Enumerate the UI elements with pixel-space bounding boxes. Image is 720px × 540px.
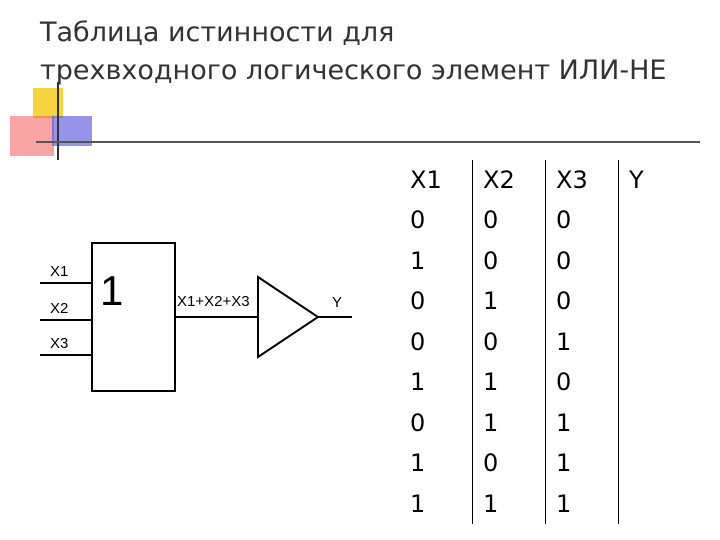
cell-x3: 0 [545, 281, 619, 322]
cell-x1: 1 [400, 483, 473, 524]
cell-y [618, 362, 691, 403]
cell-x2: 0 [472, 443, 546, 484]
table-row: 1 0 1 [400, 443, 691, 484]
cell-x1: 0 [400, 321, 473, 362]
cell-x1: 0 [400, 281, 473, 322]
header-y: Y [618, 160, 691, 200]
table-row: 1 0 0 [400, 240, 691, 281]
slide-title: Таблица истинности для трехвходного логи… [40, 14, 700, 90]
sum-label: X1+X2+X3 [177, 293, 250, 310]
cell-x2: 0 [472, 321, 546, 362]
cell-y [618, 402, 691, 443]
header-x3: X3 [545, 160, 619, 200]
table-row: 1 1 1 [400, 483, 691, 524]
cell-y [618, 200, 691, 241]
output-label: Y [332, 294, 342, 311]
cell-x2: 1 [472, 362, 546, 403]
cell-x3: 1 [545, 443, 619, 484]
cell-x2: 0 [472, 200, 546, 241]
cell-x1: 0 [400, 200, 473, 241]
cell-x2: 1 [472, 402, 546, 443]
table-row: 0 1 0 [400, 281, 691, 322]
cell-x1: 0 [400, 402, 473, 443]
cell-x1: 1 [400, 240, 473, 281]
gate-symbol: 1 [100, 267, 123, 314]
cell-x1: 1 [400, 362, 473, 403]
header-x2: X2 [472, 160, 546, 200]
cell-x1: 1 [400, 443, 473, 484]
cell-x3: 1 [545, 483, 619, 524]
cell-x3: 0 [545, 362, 619, 403]
input-label-x1: X1 [50, 263, 68, 280]
or-gate-box [91, 242, 176, 392]
input-label-x3: X3 [50, 335, 68, 352]
cell-x3: 1 [545, 321, 619, 362]
title-line-2: трехвходного логического элемент ИЛИ-НЕ [40, 55, 667, 86]
cell-y [618, 483, 691, 524]
cell-y [618, 321, 691, 362]
truth-table: X1 X2 X3 Y 0 0 0 1 0 0 0 1 0 0 0 1 [400, 160, 691, 524]
header-x1: X1 [400, 160, 473, 200]
cell-y [618, 240, 691, 281]
table-row: 1 1 0 [400, 362, 691, 403]
cell-y [618, 281, 691, 322]
title-line-1: Таблица истинности для [40, 17, 395, 48]
cell-x2: 0 [472, 240, 546, 281]
cell-x2: 1 [472, 281, 546, 322]
table-row: 0 0 0 [400, 200, 691, 241]
input-label-x2: X2 [50, 300, 68, 317]
cell-x3: 0 [545, 200, 619, 241]
table-row: 0 0 1 [400, 321, 691, 362]
cell-y [618, 443, 691, 484]
cell-x3: 1 [545, 402, 619, 443]
inverter-triangle [257, 275, 320, 359]
red-square [10, 116, 54, 156]
truth-table-header-row: X1 X2 X3 Y [400, 160, 691, 200]
cell-x3: 0 [545, 240, 619, 281]
cell-x2: 1 [472, 483, 546, 524]
table-row: 0 1 1 [400, 402, 691, 443]
